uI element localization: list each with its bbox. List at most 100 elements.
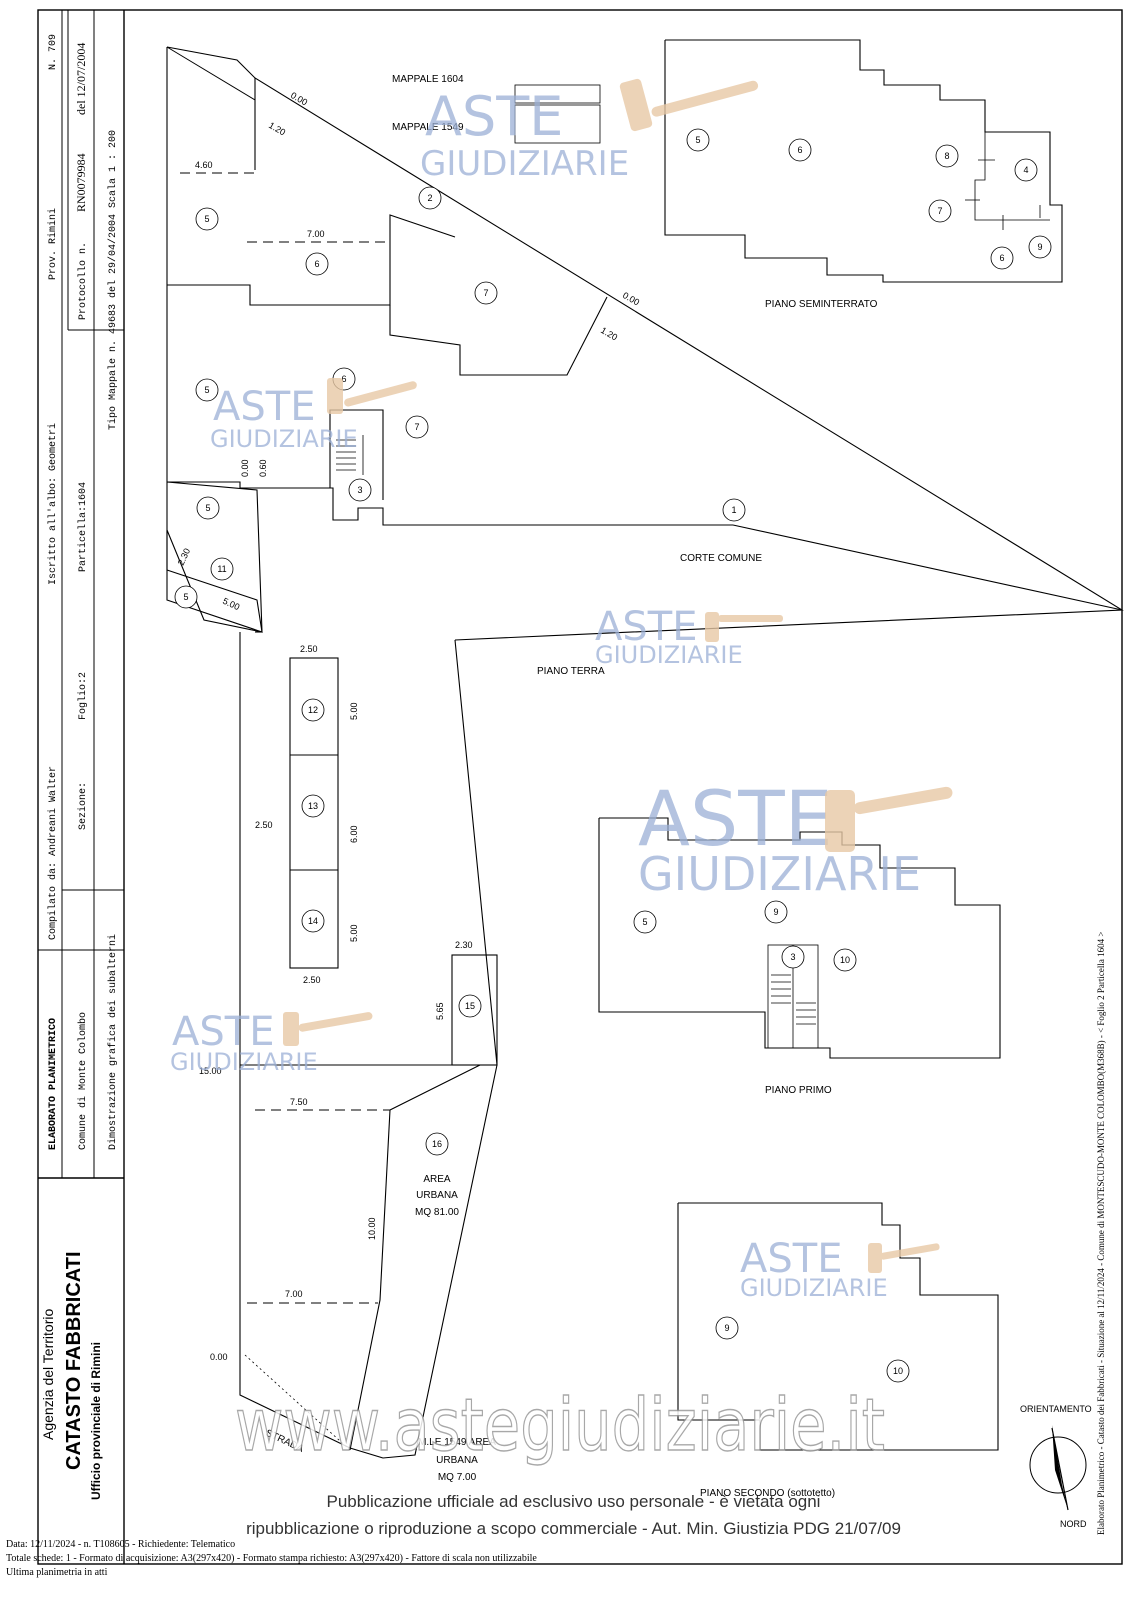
piano-seminterrato-label: PIANO SEMINTERRATO bbox=[765, 299, 878, 310]
watermark-giudiziarie: GIUDIZIARIE bbox=[595, 641, 743, 669]
dim-label: 2.50 bbox=[255, 820, 273, 830]
svg-text:6: 6 bbox=[797, 145, 802, 155]
mle-1549-mq: MQ 7.00 bbox=[438, 1472, 477, 1483]
subalterno-marker: 7 bbox=[928, 199, 952, 223]
catasto-text: CATASTO FABBRICATI bbox=[63, 1251, 85, 1470]
particella-text: Particella:1604 bbox=[77, 482, 89, 572]
svg-text:16: 16 bbox=[432, 1139, 442, 1149]
svg-text:6: 6 bbox=[999, 253, 1004, 263]
publication-notice-line2: ripubblicazione o riproduzione a scopo c… bbox=[246, 1519, 901, 1538]
subalterno-marker: 4 bbox=[1014, 158, 1038, 182]
svg-text:9: 9 bbox=[724, 1323, 729, 1333]
dim-label: 5.65 bbox=[435, 1002, 445, 1020]
gavel-icon bbox=[283, 78, 953, 1273]
mappale-1549-label: MAPPALE 1549 bbox=[392, 122, 464, 133]
tipo-mappale-text: Tipo Mappale n. 49683 del 29/04/2004 Sca… bbox=[107, 130, 119, 430]
subalterno-marker: 14 bbox=[301, 909, 325, 933]
subalterno-marker: 3 bbox=[781, 945, 805, 969]
subalterno-marker: 13 bbox=[301, 794, 325, 818]
svg-text:15: 15 bbox=[465, 1001, 475, 1011]
dim-label: 2.30 bbox=[455, 940, 473, 950]
subalterno-marker: 1 bbox=[722, 498, 746, 522]
watermark-aste: ASTE bbox=[595, 604, 697, 650]
dim-label: 6.00 bbox=[349, 825, 359, 843]
dim-label: 2.50 bbox=[300, 644, 318, 654]
watermark-aste: ASTE bbox=[740, 1236, 842, 1282]
svg-text:8: 8 bbox=[944, 151, 949, 161]
dim-label: 7.00 bbox=[307, 229, 325, 239]
subalterno-marker: 7 bbox=[474, 281, 498, 305]
watermark-aste: ASTE bbox=[172, 1009, 274, 1055]
watermark-giudiziarie: GIUDIZIARIE bbox=[638, 847, 921, 901]
orientation-symbol bbox=[1029, 1425, 1087, 1511]
svg-text:2: 2 bbox=[427, 193, 432, 203]
area-urbana-label: AREA bbox=[423, 1174, 451, 1185]
svg-text:3: 3 bbox=[357, 485, 362, 495]
piano-secondo-outline bbox=[677, 1202, 999, 1451]
svg-text:10: 10 bbox=[893, 1366, 903, 1376]
sheet-frame bbox=[37, 9, 1123, 1565]
ufficio-text: Ufficio provinciale di Rimini bbox=[89, 1342, 103, 1500]
dim-label: 5.00 bbox=[349, 702, 359, 720]
subalterno-marker: 5 bbox=[195, 378, 219, 402]
mle-1549-label: URBANA bbox=[436, 1455, 478, 1466]
sezione-text: Sezione: bbox=[77, 782, 89, 830]
svg-text:4: 4 bbox=[1023, 165, 1028, 175]
svg-text:6: 6 bbox=[314, 259, 319, 269]
dim-label: 7.00 bbox=[285, 1289, 303, 1299]
dim-label: 0.00 bbox=[240, 459, 250, 477]
dim-label: 10.00 bbox=[367, 1217, 377, 1240]
nord-label: NORD bbox=[1060, 1519, 1087, 1529]
subalterno-marker: 6 bbox=[990, 246, 1014, 270]
watermark-giudiziarie: GIUDIZIARIE bbox=[170, 1048, 318, 1076]
numero-text: N. 709 bbox=[48, 34, 59, 70]
svg-text:13: 13 bbox=[308, 801, 318, 811]
dim-label: 1.20 bbox=[599, 325, 619, 342]
side-note: Elaborato Planimetrico - Catasto dei Fab… bbox=[1096, 932, 1106, 1535]
protocollo-number: RN0079984 bbox=[74, 153, 88, 212]
watermark-giudiziarie: GIUDIZIARIE bbox=[420, 144, 629, 184]
svg-text:14: 14 bbox=[308, 916, 318, 926]
svg-text:5: 5 bbox=[204, 214, 209, 224]
subalterno-marker: 7 bbox=[405, 415, 429, 439]
subalterno-marker: 5 bbox=[196, 496, 220, 520]
dimostrazione-text: Dimostrazione grafica dei subalterni bbox=[107, 934, 119, 1150]
area-urbana-mq: MQ 81.00 bbox=[415, 1207, 459, 1218]
watermark-aste: ASTE bbox=[213, 384, 315, 430]
svg-text:12: 12 bbox=[308, 705, 318, 715]
site-watermark: www.astegiudiziarie.it bbox=[235, 1383, 885, 1467]
subalterno-marker: 5 bbox=[174, 585, 198, 609]
svg-text:5: 5 bbox=[205, 503, 210, 513]
subalterno-marker: 10 bbox=[886, 1359, 910, 1383]
foglio-text: Foglio:2 bbox=[77, 672, 89, 720]
subalterno-marker: 10 bbox=[833, 948, 857, 972]
subalterno-marker: 9 bbox=[715, 1316, 739, 1340]
svg-text:5: 5 bbox=[695, 135, 700, 145]
dim-label: 0.00 bbox=[210, 1352, 228, 1362]
area-urbana-label: URBANA bbox=[416, 1190, 458, 1201]
svg-text:5: 5 bbox=[642, 917, 647, 927]
iscritto-text: Iscritto all'albo: Geometri bbox=[47, 423, 59, 585]
subalterno-marker: 3 bbox=[348, 478, 372, 502]
piano-secondo-label: PIANO SECONDO (sottotetto) bbox=[700, 1488, 835, 1499]
watermark-aste: ASTE bbox=[425, 85, 563, 148]
subalterno-marker: 9 bbox=[1028, 235, 1052, 259]
svg-text:7: 7 bbox=[937, 206, 942, 216]
svg-text:9: 9 bbox=[1037, 242, 1042, 252]
dim-label: 5.00 bbox=[349, 924, 359, 942]
prov-text: Prov. Rimini bbox=[47, 208, 59, 280]
svg-text:5: 5 bbox=[183, 592, 188, 602]
subalterno-marker: 12 bbox=[301, 698, 325, 722]
dim-label: 4.60 bbox=[195, 160, 213, 170]
title-text: ELABORATO PLANIMETRICO bbox=[48, 1018, 59, 1150]
protocollo-label: Protocollo n. bbox=[77, 242, 89, 320]
svg-text:11: 11 bbox=[217, 564, 226, 574]
footer-line1: Data: 12/11/2024 - n. T108605 - Richiede… bbox=[6, 1539, 236, 1550]
piano-primo-outline bbox=[598, 817, 1001, 1059]
subalterno-marker: 11 bbox=[210, 557, 234, 581]
svg-text:3: 3 bbox=[790, 952, 795, 962]
subalterno-marker: 5 bbox=[686, 128, 710, 152]
dim-label: 1.20 bbox=[267, 120, 287, 137]
subalterno-marker: 2 bbox=[418, 186, 442, 210]
